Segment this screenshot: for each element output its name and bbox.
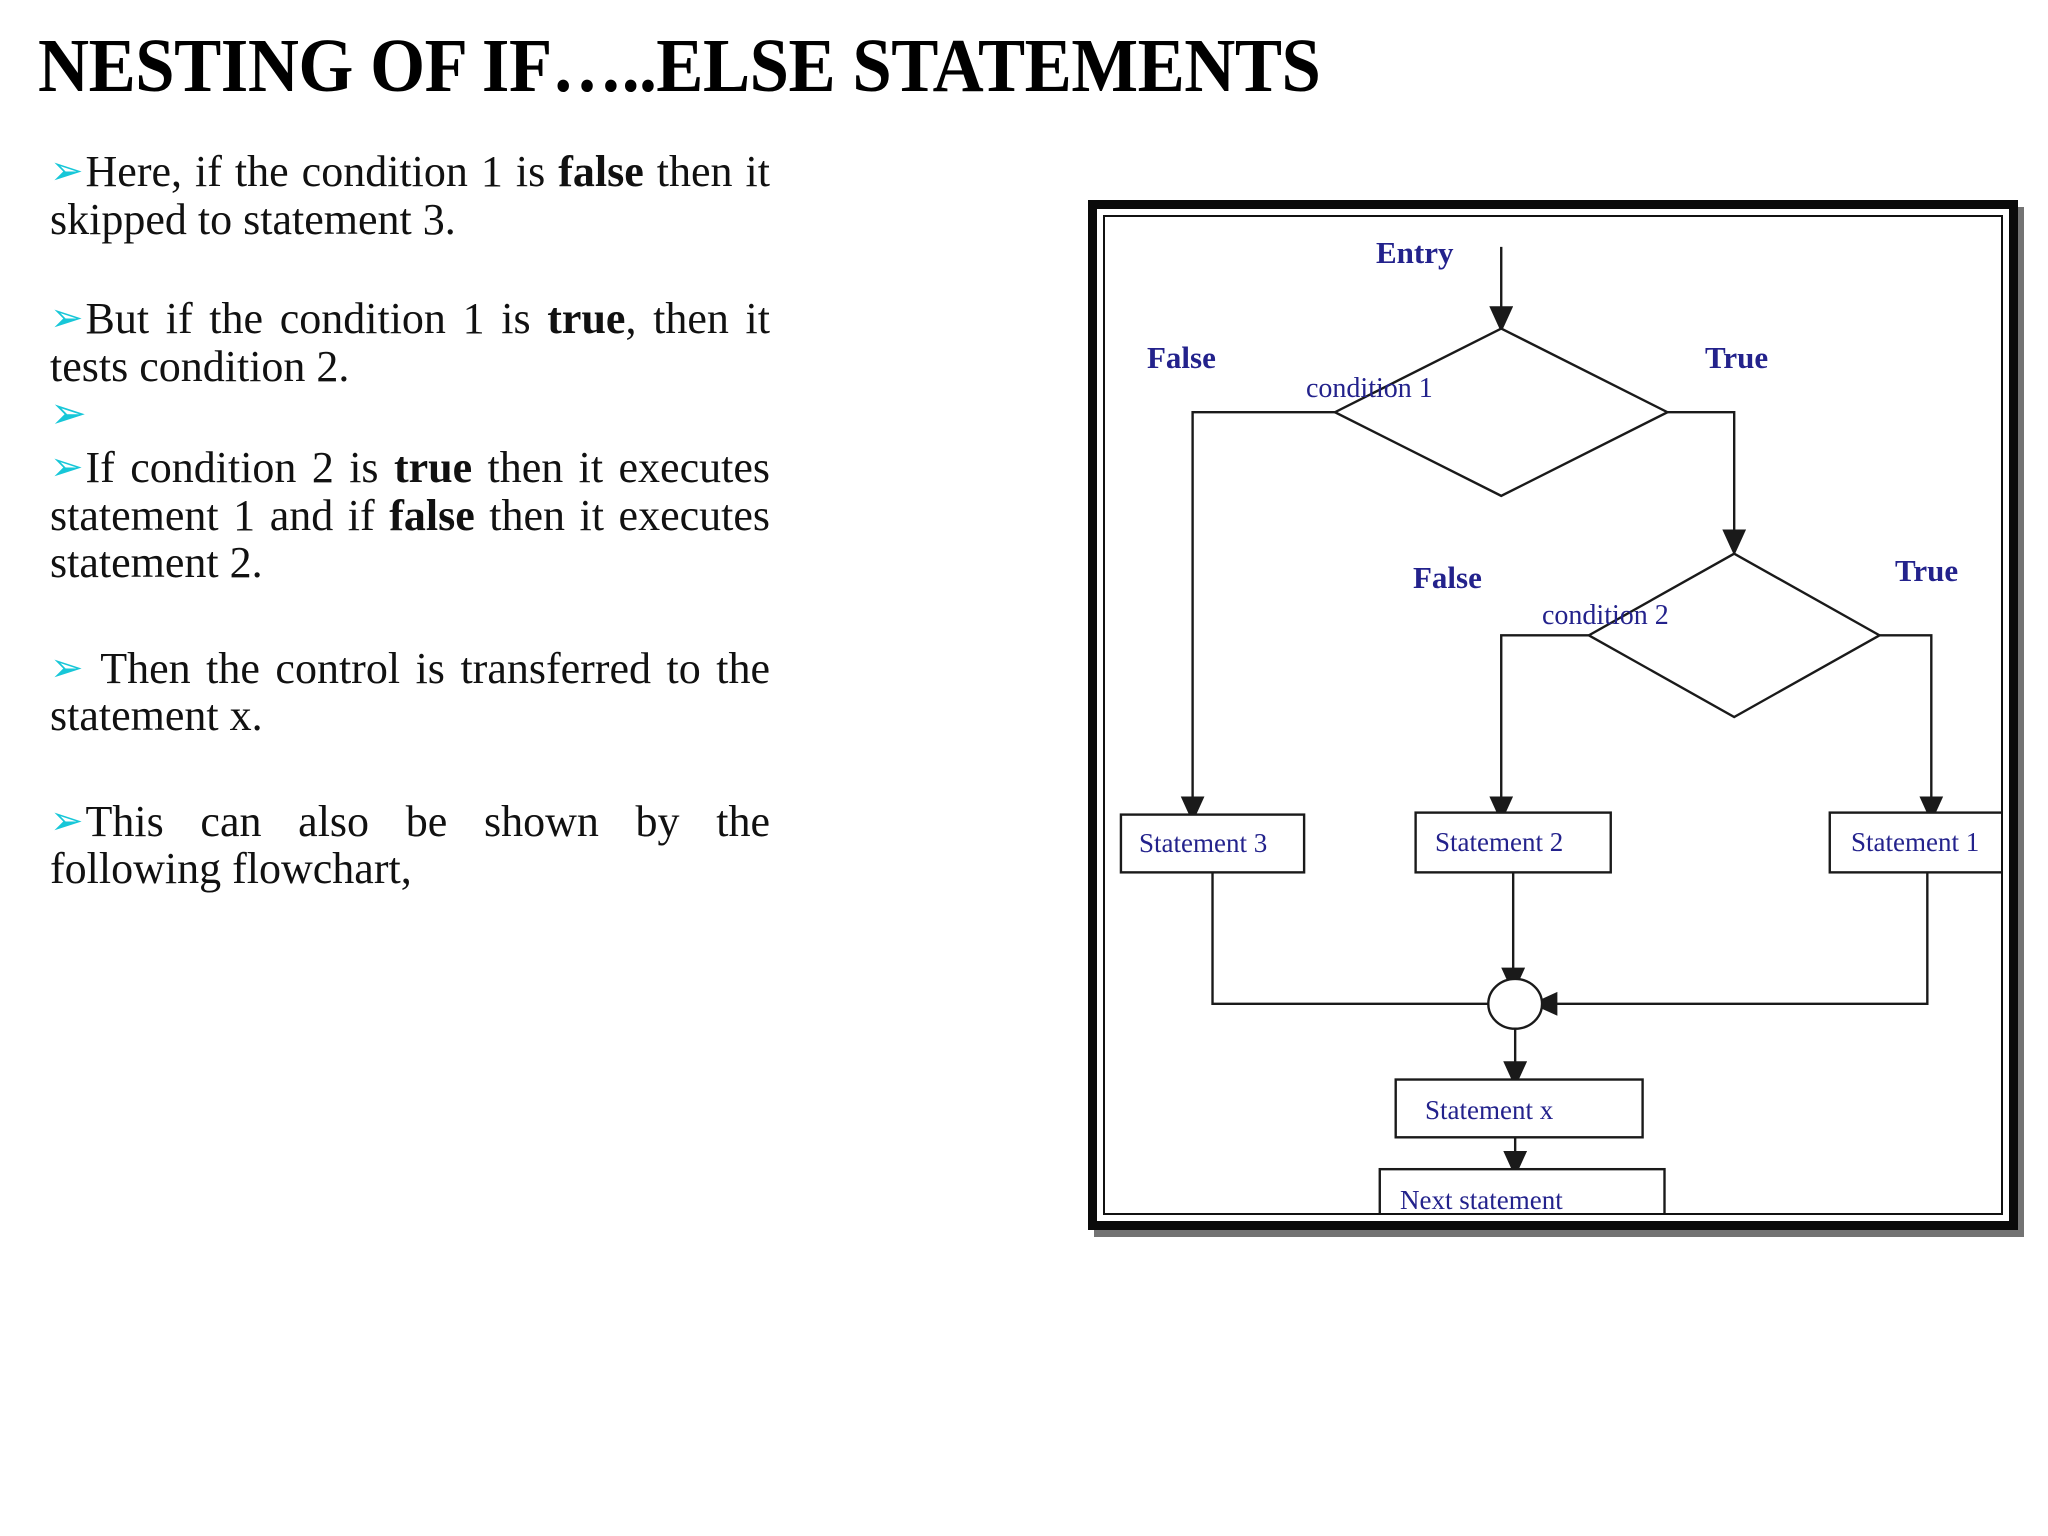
- para1-text-bold-false: false: [558, 147, 644, 196]
- decision-condition1: [1332, 327, 1671, 498]
- bullet-paragraph-1: ➢Here, if the condition 1 is false then …: [50, 148, 770, 243]
- box-statement1: [1828, 811, 2001, 874]
- arrow-bullet-icon: ➢: [50, 295, 84, 341]
- arrow-bullet-icon: ➢: [50, 389, 87, 439]
- flowchart-label-statementx: Statement x: [1425, 1095, 1554, 1125]
- arrow-bullet-icon: ➢: [50, 797, 84, 843]
- flowchart-label-condition2-true: True: [1895, 553, 1959, 588]
- para2-text-bold-true: true: [547, 294, 626, 344]
- para5-text: Then the control is transferred to the s…: [50, 643, 770, 741]
- para4-text-a: If condition 2 is: [85, 443, 394, 493]
- flowchart-label-next-statement: Next statement: [1400, 1185, 1563, 1215]
- para4-text-c: then it executes statement 1 and if: [50, 443, 770, 540]
- flowchart-label-statement1: Statement 1: [1851, 827, 1980, 857]
- para4-text-bold-true: true: [393, 443, 473, 493]
- arrow-bullet-icon: ➢: [50, 444, 84, 490]
- bullet-paragraph-4: ➢ Then the control is transferred to the…: [50, 643, 770, 741]
- bullet-paragraph-5: ➢This can also be shown by the following…: [50, 796, 770, 894]
- arrow-bullet-icon: ➢: [50, 148, 84, 193]
- box-statementx: [1394, 1078, 1644, 1139]
- arrow-bullet-icon: ➢: [50, 644, 84, 690]
- flowchart-label-condition2-false: False: [1413, 560, 1482, 595]
- flowchart-inner-border: Entry condition 1 False True condition 2…: [1103, 215, 2003, 1215]
- para1-text-a: Here, if the condition 1 is: [85, 147, 559, 196]
- flowchart-graphics: [1119, 246, 2001, 1213]
- box-statement3: [1119, 813, 1306, 874]
- para4-text-bold-false: false: [389, 490, 475, 540]
- flowchart-label-statement3: Statement 3: [1139, 828, 1268, 858]
- spacer: [50, 587, 770, 645]
- box-next-statement: [1378, 1167, 1666, 1213]
- flowchart-label-condition1-false: False: [1147, 340, 1216, 375]
- flowchart-label-condition2: condition 2: [1542, 600, 1669, 631]
- edge-statement1-to-merge: [1531, 872, 1929, 1016]
- para4-text-e: then it executes statement 2.: [50, 490, 771, 588]
- flowchart-canvas: Entry condition 1 False True condition 2…: [1105, 217, 2001, 1215]
- para2-text-c: , then it tests condition 2.: [50, 294, 770, 391]
- flowchart-label-condition1-true: True: [1705, 340, 1769, 375]
- para2-text-a: But if the condition 1 is: [85, 294, 548, 344]
- flowchart-label-condition1: condition 1: [1306, 373, 1433, 404]
- edge-condition2-false: [1489, 634, 1589, 823]
- decision-condition2: [1586, 552, 1882, 719]
- page-title: NESTING OF IF…..ELSE STATEMENTS: [38, 24, 1321, 108]
- edge-condition2-true: [1879, 634, 1944, 823]
- flowchart-label-entry: Entry: [1376, 235, 1454, 270]
- slide-body-text: ➢Here, if the condition 1 is false then …: [50, 148, 770, 893]
- flowchart-label-statement2: Statement 2: [1435, 827, 1564, 857]
- bullet-paragraph-2: ➢But if the condition 1 is true, then it…: [50, 295, 770, 390]
- merge-connector-node: [1487, 977, 1544, 1030]
- edge-statement3-to-merge: [1211, 872, 1490, 1006]
- flowchart-frame: Entry condition 1 False True condition 2…: [1088, 200, 2018, 1230]
- bullet-paragraph-3: ➢If condition 2 is true then it executes…: [50, 444, 770, 587]
- para6-text: This can also be shown by the following …: [50, 796, 770, 894]
- para1-text-c: then it skipped to statement 3.: [50, 147, 771, 244]
- edge-condition1-true: [1667, 411, 1747, 556]
- edge-condition1-false: [1180, 411, 1335, 823]
- spacer: [50, 243, 770, 295]
- spacer: [50, 740, 770, 798]
- bullet-paragraph-empty: ➢: [50, 390, 770, 444]
